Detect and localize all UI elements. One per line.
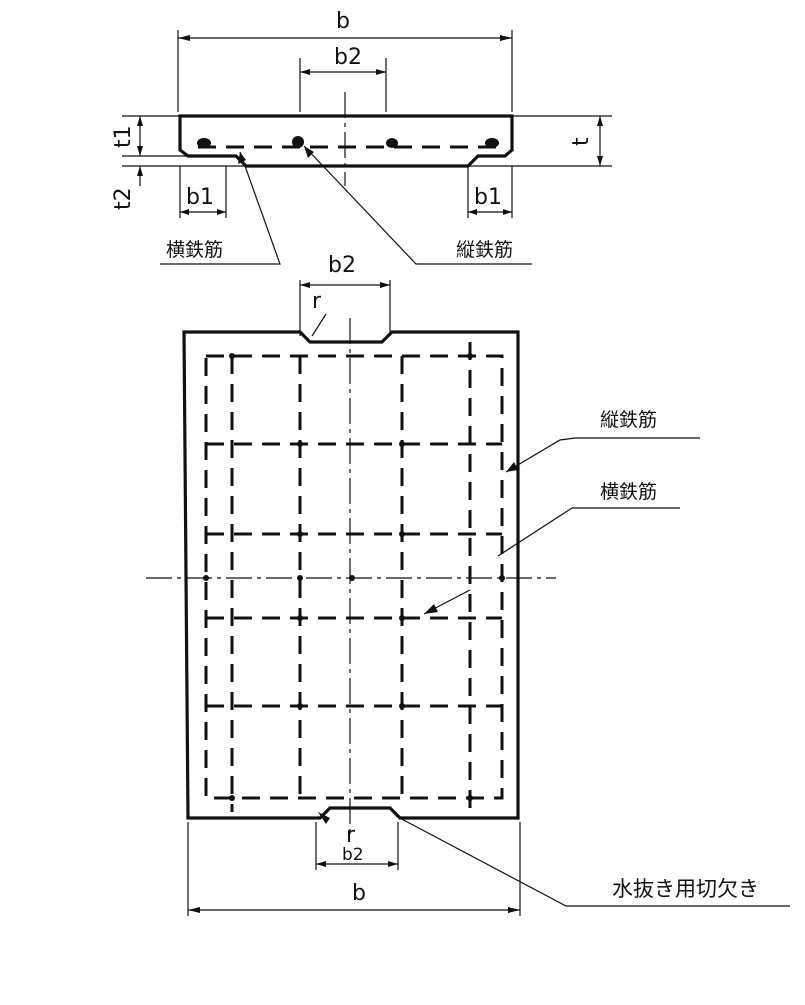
dim-arrow <box>468 209 477 215</box>
rebar-grid <box>203 342 505 812</box>
dim-arrow <box>217 209 226 215</box>
label-drainage-notch: 水抜き用切欠き <box>612 877 759 901</box>
slab-outline <box>182 330 520 820</box>
dim-arrow <box>503 209 512 215</box>
notch-arrow <box>318 812 330 824</box>
dim-t-label: t <box>569 137 594 146</box>
label-transverse-rebar-plan: 横鉄筋 <box>600 481 657 503</box>
leader-longitudinal <box>303 145 532 265</box>
label-longitudinal-rebar-plan: 縦鉄筋 <box>600 409 657 431</box>
dim-b-label: b <box>336 9 350 34</box>
dim-b2-label: b2 <box>334 45 362 70</box>
dim-arrow <box>180 209 189 215</box>
section-outline <box>178 114 514 168</box>
label-transverse-rebar-section: 横鉄筋 <box>166 239 223 261</box>
radius-leader <box>311 313 327 337</box>
rebar-dot <box>485 138 499 148</box>
dim-b1-right-label: b1 <box>474 185 502 210</box>
rebar-dot <box>292 136 304 148</box>
leader-arrow <box>238 152 246 164</box>
dim-t2-label: t2 <box>111 187 136 210</box>
dim-arrow <box>376 69 386 75</box>
rebar-dot <box>386 138 398 148</box>
dim-arrow <box>388 861 398 867</box>
dim-arrow <box>300 69 310 75</box>
dim-arrow <box>508 907 520 913</box>
rebar-dot <box>197 138 211 148</box>
dim-arrow <box>188 907 200 913</box>
dim-arrow <box>380 282 390 288</box>
dim-arrow <box>316 861 326 867</box>
leader-arrow <box>506 462 518 472</box>
dim-b2-plan-top-label: b2 <box>328 253 356 278</box>
leader-transverse-plan <box>497 507 573 557</box>
dim-arrow <box>137 166 143 176</box>
leader-drainage-notch <box>395 815 790 907</box>
rebar-dots <box>203 353 505 801</box>
dim-b-bottom-label: b <box>352 881 366 906</box>
dim-b1-left-label: b1 <box>186 185 214 210</box>
plan-view: b2 r <box>146 253 790 916</box>
cross-section: b b2 t1 t2 t <box>111 9 612 265</box>
leader-arrow <box>304 146 314 158</box>
dim-arrow <box>137 116 143 126</box>
dim-arrow <box>300 282 310 288</box>
radius-top-label: r <box>312 289 322 314</box>
label-longitudinal-rebar-section: 縦鉄筋 <box>456 239 513 261</box>
dim-arrow <box>178 35 190 41</box>
leader-longitudinal-plan <box>505 437 576 473</box>
radius-bottom-label: r <box>346 823 356 848</box>
leader-arrow <box>424 604 438 614</box>
dim-t1-label: t1 <box>111 125 136 148</box>
dim-arrow <box>597 116 603 126</box>
dim-arrow <box>500 35 512 41</box>
dim-arrow <box>137 146 143 156</box>
dim-b2-plan-bottom-label: b2 <box>342 845 364 865</box>
dim-arrow <box>597 156 603 166</box>
leader-transverse <box>160 151 281 265</box>
